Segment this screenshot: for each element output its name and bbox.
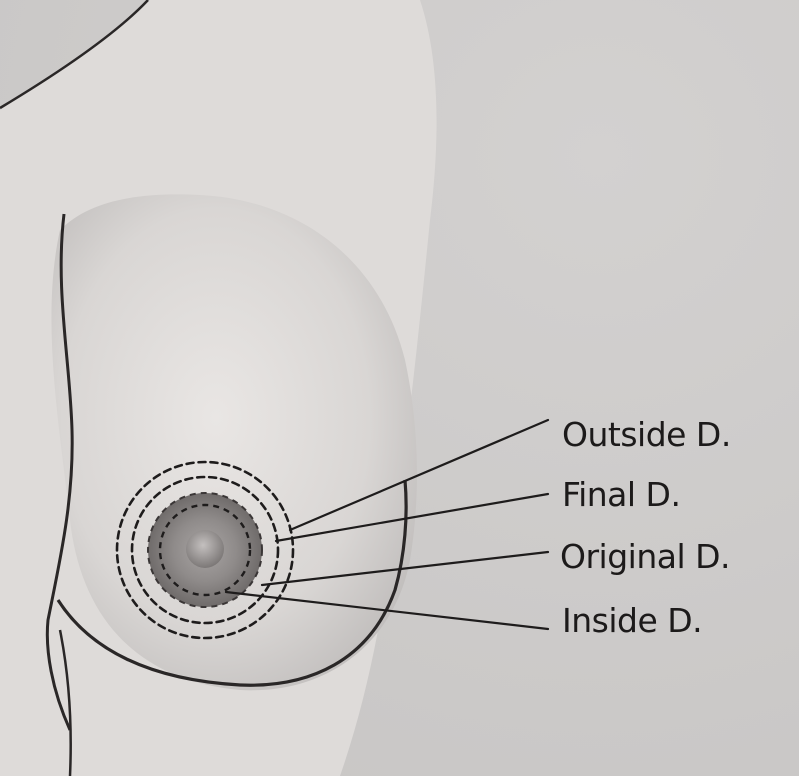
label-inside-d: Inside D. xyxy=(562,601,703,640)
label-final-d: Final D. xyxy=(562,475,681,514)
armpit-contour xyxy=(45,213,74,731)
leader-outside xyxy=(288,418,550,532)
leader-inside xyxy=(224,590,550,631)
leader-original xyxy=(260,550,550,587)
label-outside-d: Outside D. xyxy=(562,415,731,454)
label-original-d: Original D. xyxy=(560,537,731,576)
side-contour xyxy=(58,629,72,776)
leader-lines xyxy=(224,418,550,631)
final-circle xyxy=(130,475,280,625)
shoulder-contour xyxy=(0,0,149,110)
original-circle xyxy=(147,492,263,608)
circle-markings xyxy=(115,460,295,640)
outside-circle xyxy=(115,460,295,640)
breast-shape xyxy=(51,194,417,691)
inside-circle xyxy=(158,503,252,597)
leader-final xyxy=(274,492,550,543)
nipple xyxy=(186,530,224,568)
inframammary-contour xyxy=(56,479,408,687)
